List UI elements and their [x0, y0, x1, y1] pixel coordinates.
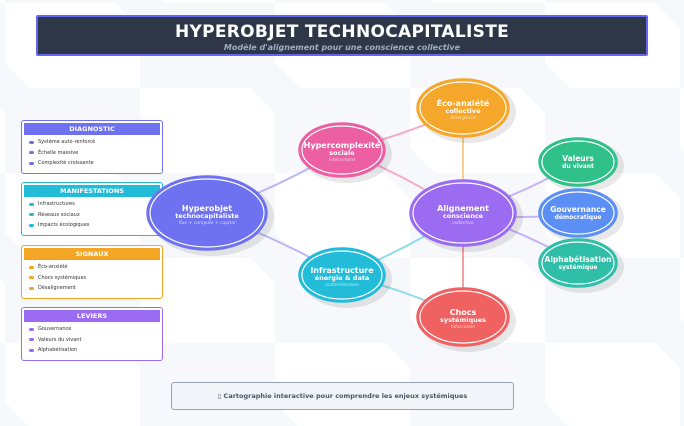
page-subtitle: Modèle d'alignement pour une conscience …	[223, 43, 461, 52]
node-sublabel: du vivant	[562, 163, 594, 170]
node-ring	[419, 290, 507, 344]
node-sublabel: conscience	[443, 212, 484, 220]
card-item: Complexité croissante	[22, 160, 162, 171]
title-banner: HYPEROBJET TECHNOCAPITALISTE Modèle d'al…	[36, 15, 648, 56]
node-label: Gouvernance	[550, 205, 606, 214]
card-item: Alphabétisation	[22, 347, 162, 358]
card-item: Gouvernance	[22, 326, 162, 337]
node-ring	[412, 182, 514, 244]
card-item: Réseaux sociaux	[22, 212, 162, 223]
node-label: Valeurs	[562, 154, 594, 163]
node-sublabel: systémique	[559, 264, 598, 271]
node-ring	[419, 81, 507, 135]
node-label: Hypercomplexité	[304, 140, 381, 150]
node-caption: émergence	[450, 114, 476, 121]
node-ring	[149, 178, 265, 248]
node-sublabel: technocapitaliste	[175, 212, 239, 220]
node-circle	[416, 78, 510, 138]
node-ring	[301, 125, 383, 175]
card-title: DIAGNOSTIC	[24, 123, 160, 135]
node-caption: matérialisation	[325, 281, 359, 288]
card-item: Valeurs du vivant	[22, 337, 162, 348]
node-caption: collective	[452, 220, 474, 226]
page-title: HYPEROBJET TECHNOCAPITALISTE	[174, 22, 509, 42]
node-sublabel: énergie & data	[315, 274, 370, 282]
node-circle	[409, 179, 517, 247]
card-title: LEVIERS	[24, 310, 160, 322]
node-ring	[541, 191, 615, 235]
node-sublabel: sociale	[329, 149, 355, 157]
card-item: Système auto-renforcé	[22, 139, 162, 150]
node-label: Chocs	[450, 308, 477, 317]
card-item: Échelle massive	[22, 150, 162, 161]
node-circle	[146, 175, 268, 251]
node-circle	[538, 238, 618, 288]
node-sublabel: systémiques	[440, 316, 486, 324]
node-sublabel: démocratique	[555, 214, 602, 221]
node-circle	[298, 122, 386, 178]
node-sublabel: collective	[445, 107, 481, 115]
node-circle	[298, 247, 386, 303]
node-ring	[301, 250, 383, 300]
card-item: Impacts écologiques	[22, 222, 162, 233]
node-ring	[541, 241, 615, 285]
node-caption: bifurcation	[451, 324, 475, 330]
node-circle	[416, 287, 510, 347]
node-label: Éco-anxiété	[437, 97, 490, 108]
card-item: Chocs systémiques	[22, 275, 162, 286]
node-caption: interactions	[329, 157, 356, 163]
node-label: Infrastructure	[310, 266, 374, 275]
node-label: Hyperobjet	[182, 204, 232, 213]
node-ring	[541, 140, 615, 184]
footer-note: ▯ Cartographie interactive pour comprend…	[171, 382, 514, 410]
node-label: Alignement	[437, 204, 489, 213]
card-item: Infrastructures	[22, 201, 162, 212]
node-label: Alphabétisation	[545, 255, 612, 264]
card-title: MANIFESTATIONS	[24, 185, 160, 197]
card-item: Éco-anxiété	[22, 264, 162, 275]
node-caption: flux + compute + capital	[179, 220, 236, 226]
card-item: Désalignement	[22, 285, 162, 296]
card-title: SIGNAUX	[24, 248, 160, 260]
node-circle	[538, 188, 618, 238]
node-circle	[538, 137, 618, 187]
